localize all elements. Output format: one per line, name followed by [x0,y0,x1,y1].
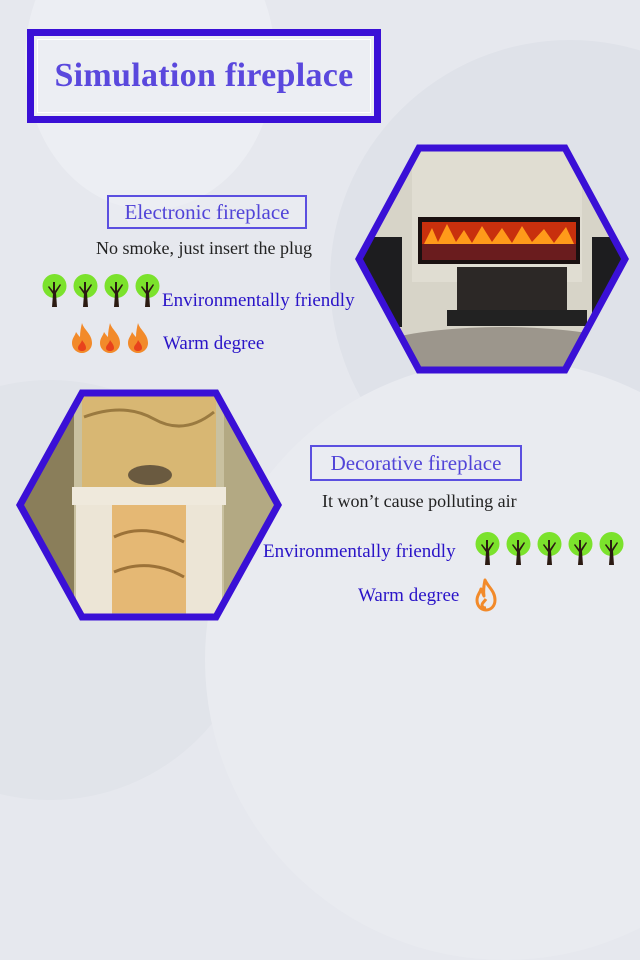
tree-icon [73,274,98,307]
marble-fireplace-photo [15,389,283,621]
decorative-env-label: Environmentally friendly [263,541,456,562]
decorative-warm-rating [474,578,498,612]
title-frame: Simulation fireplace [27,29,381,123]
decorative-env-rating [474,532,625,566]
decorative-warm-label: Warm degree [358,585,460,606]
flame-icon [100,323,120,353]
page-title: Simulation fireplace [54,57,354,94]
decorative-description: It won’t cause polluting air [322,491,517,511]
flame-outline-icon [475,578,497,612]
tree-icon [475,532,500,565]
decorative-label-text: Decorative fireplace [330,450,502,475]
electronic-label-text: Electronic fireplace [124,199,290,224]
tree-icon [135,274,160,307]
decorative-fireplace-label: Decorative fireplace [310,445,522,481]
flame-icon [128,323,148,353]
tree-icon [506,532,531,565]
tree-icon [599,532,624,565]
flame-icon [72,323,92,353]
electronic-env-label: Environmentally friendly [162,290,355,311]
tree-icon [568,532,593,565]
electronic-description: No smoke, just insert the plug [96,238,312,258]
tree-icon [42,274,67,307]
tree-icon [104,274,129,307]
electric-fireplace-photo [355,144,629,374]
electronic-env-rating [41,274,161,308]
electronic-fireplace-label: Electronic fireplace [107,195,307,229]
tree-icon [537,532,562,565]
electronic-warm-rating [70,322,150,354]
electronic-warm-label: Warm degree [163,333,265,354]
